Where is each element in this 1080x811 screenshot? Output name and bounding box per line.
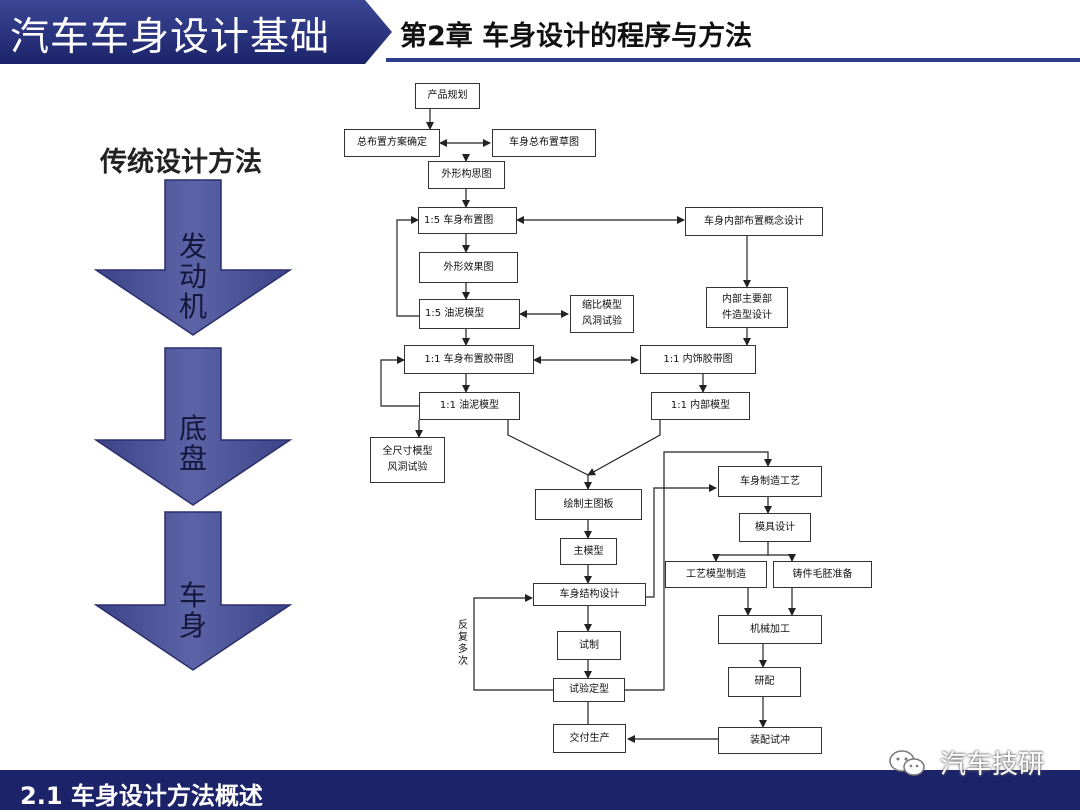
box-body-layout-15: 1:5 车身布置图 — [418, 207, 517, 234]
box-die-design: 模具设计 — [739, 513, 811, 542]
box-tape-drawing-11: 1:1 车身布置胶带图 — [404, 345, 534, 374]
section-title: 2.1 车身设计方法概述 — [20, 782, 263, 810]
box-interior-concept: 车身内部布置概念设计 — [685, 207, 823, 236]
box-manufacturing: 车身制造工艺 — [718, 466, 822, 497]
arrow-label-engine: 发动机 — [178, 230, 207, 323]
wechat-icon — [889, 750, 925, 776]
arrow-label-chassis: 底盘 — [178, 412, 207, 475]
box-full-wind-test: 全尺寸模型 风洞试验 — [370, 437, 445, 483]
box-machining: 机械加工 — [718, 615, 822, 644]
box-body-layout-sketch: 车身总布置草图 — [492, 129, 596, 157]
chapter-title: 第2章 车身设计的程序与方法 — [400, 21, 753, 52]
footer-bar — [0, 770, 1080, 810]
box-fitting: 研配 — [728, 667, 801, 697]
box-interior-parts: 内部主要部 件造型设计 — [706, 287, 788, 328]
box-test-finalize: 试验定型 — [553, 678, 625, 702]
box-interior-tape-11: 1:1 内饰胶带图 — [640, 345, 756, 374]
box-assembly-test: 装配试冲 — [718, 727, 822, 754]
arrow-label-body: 车身 — [178, 579, 207, 642]
box-production: 交付生产 — [553, 724, 626, 753]
loop-label: 反复多次 — [458, 620, 468, 667]
left-heading: 传统设计方法 — [100, 147, 262, 178]
box-general-layout: 总布置方案确定 — [344, 129, 440, 157]
watermark: 汽车技研 — [940, 750, 1045, 780]
header-divider — [386, 58, 1080, 62]
box-clay-model-15: 1:5 油泥模型 — [419, 299, 520, 329]
title-banner — [0, 0, 392, 64]
box-casting-blank: 铸件毛胚准备 — [773, 561, 872, 588]
box-scale-wind-test: 缩比模型 风洞试验 — [570, 295, 634, 333]
box-interior-model-11: 1:1 内部模型 — [651, 392, 750, 420]
box-master-model: 主模型 — [560, 538, 617, 565]
box-structure-design: 车身结构设计 — [533, 583, 646, 606]
box-process-model: 工艺模型制造 — [665, 561, 767, 588]
box-exterior-render: 外形效果图 — [419, 252, 518, 283]
box-trial-build: 试制 — [557, 631, 621, 660]
box-exterior-sketch: 外形构思图 — [428, 161, 505, 189]
box-master-drawing: 绘制主图板 — [535, 489, 642, 520]
main-title: 汽车车身设计基础 — [10, 15, 331, 60]
box-product-plan: 产品规划 — [415, 83, 480, 109]
box-clay-model-11: 1:1 油泥模型 — [419, 392, 520, 420]
